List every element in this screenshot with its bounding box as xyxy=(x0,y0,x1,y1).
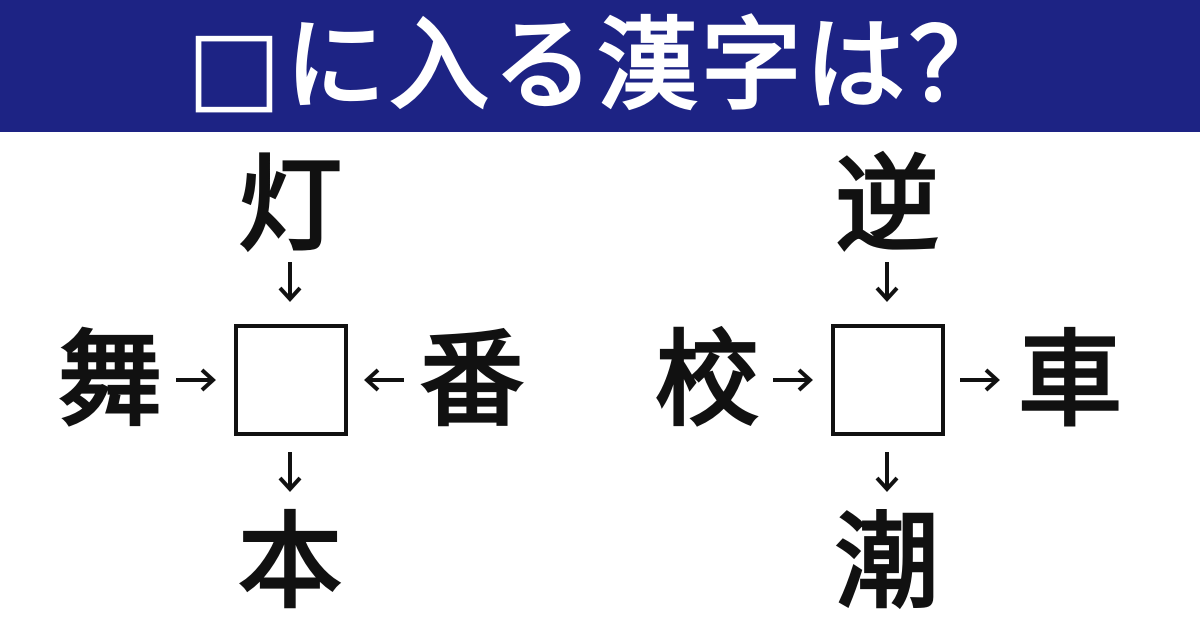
puzzle-1-left-kanji: 舞 xyxy=(57,319,162,441)
puzzle-2-left-kanji: 校 xyxy=(654,319,759,441)
arrow-down-icon xyxy=(875,262,899,302)
arrow-right-icon xyxy=(176,368,216,392)
arrow-right-icon xyxy=(773,368,813,392)
puzzle-1-top-kanji: 灯 xyxy=(237,144,342,266)
arrow-down-icon xyxy=(875,452,899,492)
arrow-right-icon xyxy=(960,368,1000,392)
puzzle-1-answer-box[interactable] xyxy=(234,324,348,436)
puzzle-1-right-kanji: 番 xyxy=(419,319,524,441)
arrow-down-icon xyxy=(278,452,302,492)
arrow-left-icon xyxy=(364,368,404,392)
puzzle-2-answer-box[interactable] xyxy=(831,324,945,436)
arrow-down-icon xyxy=(278,262,302,302)
header-banner: □に入る漢字は？ xyxy=(0,0,1200,132)
puzzle-2-bottom-kanji: 潮 xyxy=(834,501,939,623)
puzzle-1-bottom-kanji: 本 xyxy=(237,501,342,623)
page-title: □に入る漢字は？ xyxy=(186,7,1014,124)
puzzle-2-right-kanji: 車 xyxy=(1017,319,1122,441)
puzzle-2-top-kanji: 逆 xyxy=(834,144,939,266)
